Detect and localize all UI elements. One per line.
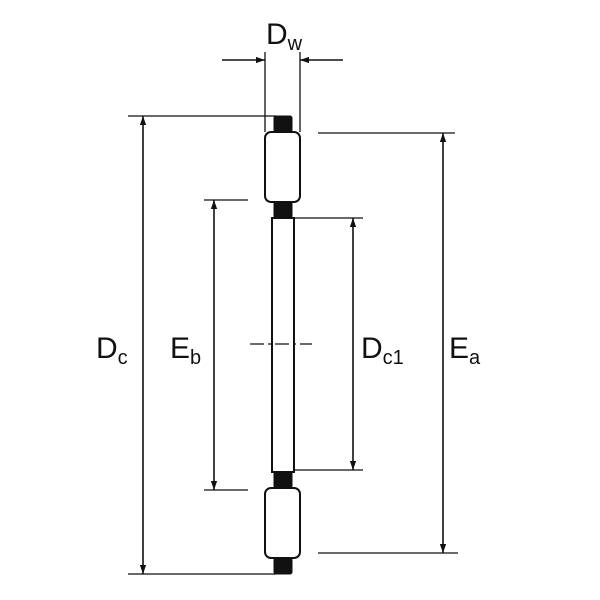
cage-section-bottom-outer bbox=[273, 557, 293, 575]
dimension-ea: Ea bbox=[318, 132, 481, 554]
label-eb: Eb bbox=[170, 332, 201, 369]
label-dc1: Dc1 bbox=[361, 332, 404, 369]
label-dc: Dc bbox=[96, 332, 128, 369]
cage-section-bottom-inner bbox=[273, 471, 293, 489]
roller-top bbox=[264, 131, 301, 203]
dimension-dc: Dc bbox=[96, 115, 276, 575]
dimension-dc1: Dc1 bbox=[294, 217, 404, 471]
label-dw: Dw bbox=[266, 18, 303, 55]
dimension-dw: Dw bbox=[222, 18, 343, 132]
bearing-cross-section bbox=[250, 115, 312, 575]
label-ea: Ea bbox=[449, 332, 481, 369]
cage-section-top-outer bbox=[273, 115, 293, 133]
roller-bottom bbox=[264, 487, 301, 559]
cage-section-top-inner bbox=[273, 201, 293, 219]
cage-web bbox=[271, 217, 295, 473]
dimension-eb: Eb bbox=[170, 199, 248, 491]
